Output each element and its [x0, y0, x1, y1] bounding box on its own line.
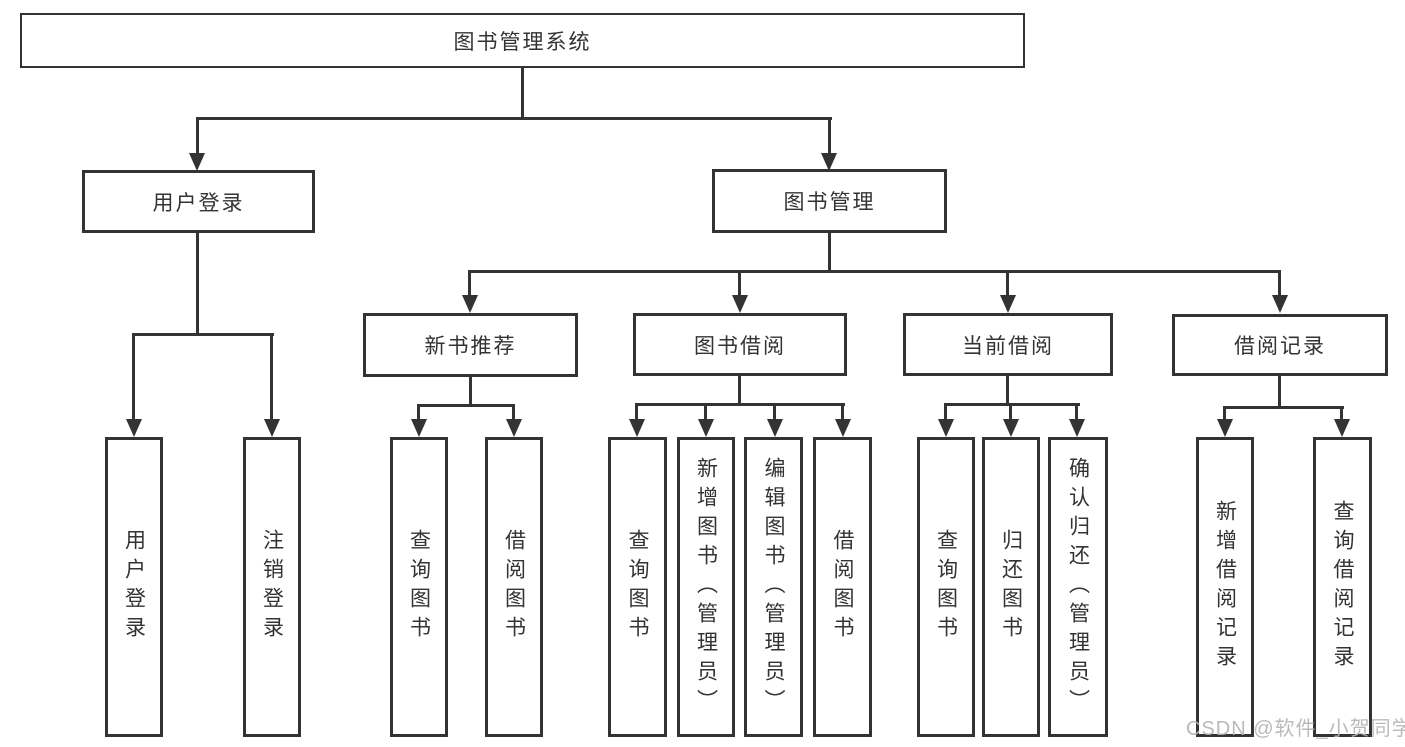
connector-cb-query-drop — [944, 403, 947, 421]
leaf-bb-add-books-admin: 新增图书（管理员） — [677, 437, 735, 737]
connector-bb-borrow-drop — [841, 403, 844, 421]
arrowhead-rec-query — [1334, 419, 1350, 437]
connector-borrow-records-drop — [1278, 270, 1281, 298]
arrowhead-borrow-records — [1272, 295, 1288, 313]
arrowhead-book-borrow — [732, 295, 748, 313]
connector-current-borrow-rail — [944, 403, 1080, 406]
leaf-rec-query-record-label: 查询借阅记录 — [1331, 500, 1354, 674]
connector-user-login-drop — [196, 117, 199, 155]
connector-nb-query-drop — [417, 404, 420, 421]
connector-current-borrow-stub — [1006, 376, 1009, 406]
node-current-borrow: 当前借阅 — [903, 313, 1113, 376]
leaf-cb-confirm-return-admin-label: 确认归还（管理员） — [1066, 456, 1090, 718]
connector-cb-confirm-drop — [1075, 403, 1078, 421]
leaf-nb-borrow-books-label: 借阅图书 — [502, 529, 526, 645]
connector-current-borrow-drop — [1006, 270, 1009, 298]
leaf-nb-borrow-books: 借阅图书 — [485, 437, 543, 737]
connector-borrow-records-stub — [1278, 376, 1281, 409]
connector-new-book-rail — [417, 404, 515, 407]
leaf-cb-query-books-label: 查询图书 — [934, 529, 958, 645]
connector-book-borrow-drop — [738, 270, 741, 298]
arrowhead-nb-borrow — [506, 419, 522, 437]
arrowhead-cb-return — [1003, 419, 1019, 437]
node-book-borrow: 图书借阅 — [633, 313, 847, 376]
node-borrow-records: 借阅记录 — [1172, 314, 1388, 376]
leaf-user-login-label: 用户登录 — [122, 529, 146, 645]
node-book-management: 图书管理 — [712, 169, 947, 233]
connector-bb-edit-drop — [773, 403, 776, 421]
connector-rec-add-drop — [1223, 406, 1226, 421]
connector-level2-rail — [196, 117, 832, 120]
connector-login-leaf-drop — [132, 333, 135, 421]
connector-cb-return-drop — [1009, 403, 1012, 421]
connector-logout-leaf-drop — [270, 333, 273, 421]
leaf-bb-query-books: 查询图书 — [608, 437, 667, 737]
leaf-logout: 注销登录 — [243, 437, 301, 737]
arrowhead-logout-leaf — [264, 419, 280, 437]
connector-user-login-rail — [132, 333, 274, 336]
connector-book-borrow-stub — [738, 376, 741, 406]
connector-user-login-stub — [196, 233, 199, 336]
arrowhead-cb-query — [938, 419, 954, 437]
arrowhead-rec-add — [1217, 419, 1233, 437]
connector-borrow-records-rail — [1223, 406, 1344, 409]
arrowhead-user-login — [189, 153, 205, 171]
csdn-watermark: CSDN @软件_小贺同学 — [1186, 718, 1405, 740]
connector-nb-borrow-drop — [512, 404, 515, 421]
leaf-cb-return-books-label: 归还图书 — [999, 529, 1023, 645]
node-root-label: 图书管理系统 — [453, 30, 592, 54]
connector-level3-rail — [469, 270, 1281, 273]
node-book-management-label: 图书管理 — [783, 191, 876, 214]
arrowhead-cb-confirm — [1069, 419, 1085, 437]
connector-book-borrow-rail — [635, 403, 845, 406]
leaf-cb-confirm-return-admin: 确认归还（管理员） — [1048, 437, 1108, 737]
leaf-user-login: 用户登录 — [105, 437, 163, 737]
connector-bb-add-drop — [704, 403, 707, 421]
node-new-book-recommend: 新书推荐 — [363, 313, 578, 377]
arrowhead-bb-add — [698, 419, 714, 437]
leaf-nb-query-books: 查询图书 — [390, 437, 448, 737]
node-current-borrow-label: 当前借阅 — [962, 334, 1054, 358]
node-book-borrow-label: 图书借阅 — [694, 334, 786, 358]
leaf-bb-edit-books-admin-label: 编辑图书（管理员） — [762, 456, 785, 718]
arrowhead-bb-borrow — [835, 419, 851, 437]
arrowhead-bb-query — [629, 419, 645, 437]
leaf-rec-query-record: 查询借阅记录 — [1313, 437, 1372, 737]
leaf-cb-query-books: 查询图书 — [917, 437, 975, 737]
leaf-bb-edit-books-admin: 编辑图书（管理员） — [744, 437, 803, 737]
connector-book-management-stub — [828, 233, 831, 273]
arrowhead-login-leaf — [126, 419, 142, 437]
connector-new-book-stub — [469, 377, 472, 407]
connector-root-stub — [521, 68, 524, 118]
connector-book-management-drop — [828, 117, 831, 155]
arrowhead-nb-query — [411, 419, 427, 437]
arrowhead-current-borrow — [1000, 295, 1016, 313]
arrowhead-bb-edit — [767, 419, 783, 437]
arrowhead-book-management — [821, 153, 837, 171]
leaf-bb-borrow-books-label: 借阅图书 — [831, 529, 854, 645]
leaf-logout-label: 注销登录 — [260, 529, 284, 645]
leaf-bb-query-books-label: 查询图书 — [626, 529, 649, 645]
leaf-rec-add-record-label: 新增借阅记录 — [1213, 500, 1237, 674]
leaf-nb-query-books-label: 查询图书 — [407, 529, 431, 645]
connector-new-book-drop — [468, 270, 471, 298]
arrowhead-new-book — [462, 295, 478, 313]
leaf-bb-borrow-books: 借阅图书 — [813, 437, 872, 737]
node-user-login: 用户登录 — [82, 170, 315, 233]
leaf-rec-add-record: 新增借阅记录 — [1196, 437, 1254, 737]
connector-rec-query-drop — [1340, 406, 1343, 421]
node-root: 图书管理系统 — [20, 13, 1025, 68]
connector-bb-query-drop — [635, 403, 638, 421]
node-borrow-records-label: 借阅记录 — [1234, 335, 1326, 358]
leaf-cb-return-books: 归还图书 — [982, 437, 1040, 737]
leaf-bb-add-books-admin-label: 新增图书（管理员） — [694, 456, 718, 718]
node-new-book-recommend-label: 新书推荐 — [424, 335, 517, 358]
node-user-login-label: 用户登录 — [152, 191, 245, 215]
